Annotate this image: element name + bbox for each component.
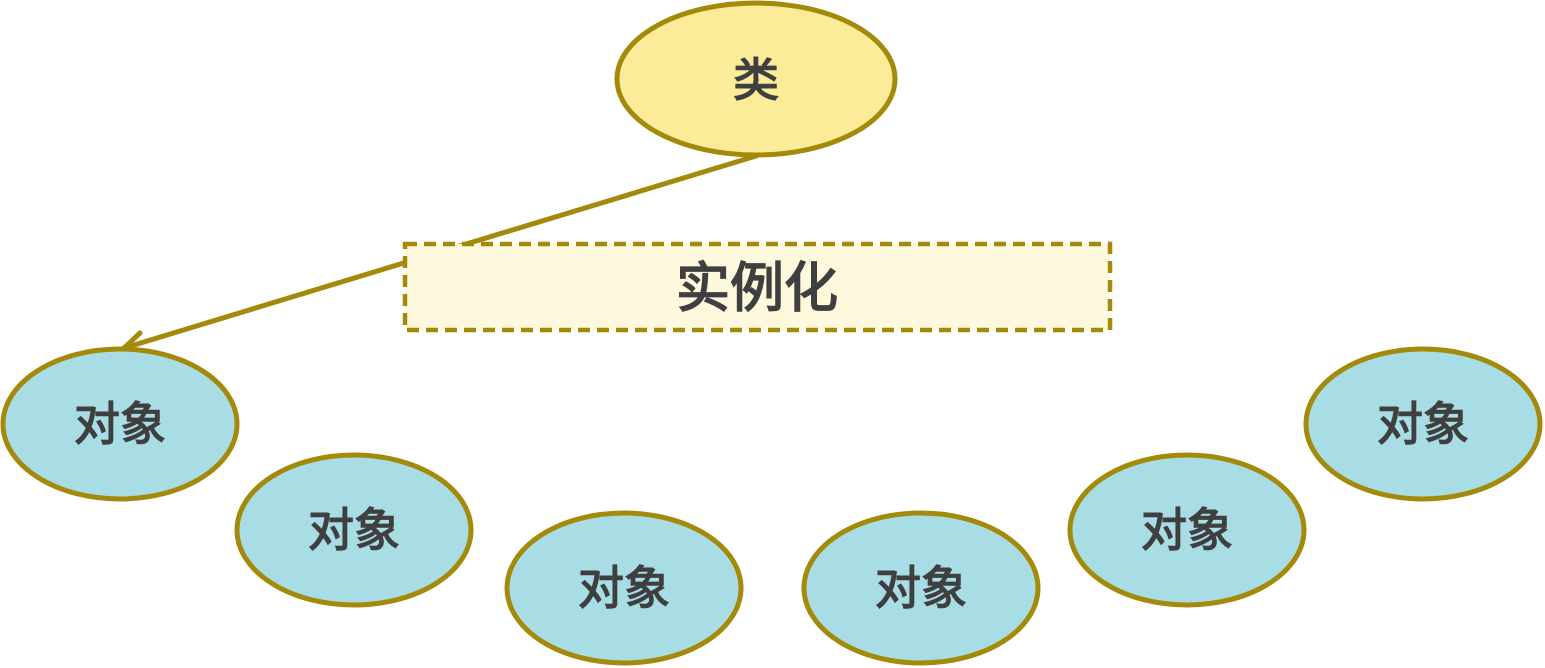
object-node: 对象 (1067, 452, 1307, 608)
object-label: 对象 (308, 503, 400, 557)
object-ellipse (801, 510, 1041, 666)
object-ellipse (1067, 452, 1307, 608)
object-label: 对象 (1141, 503, 1233, 557)
object-ellipse (234, 452, 474, 608)
object-ellipse (1303, 346, 1543, 502)
object-label: 对象 (578, 561, 670, 615)
object-ellipse (0, 346, 240, 502)
class-ellipse (614, 0, 898, 158)
object-ellipse (504, 510, 744, 666)
object-node: 对象 (801, 510, 1041, 666)
object-node: 对象 (0, 346, 240, 502)
object-label: 对象 (74, 397, 166, 451)
class-node: 类 (614, 0, 898, 158)
object-label: 对象 (1377, 397, 1469, 451)
object-node: 对象 (504, 510, 744, 666)
instantiation-box: 实例化 (402, 241, 1113, 333)
object-node: 对象 (234, 452, 474, 608)
class-label: 类 (733, 53, 779, 107)
instantiation-rect (402, 241, 1113, 333)
instantiation-label: 实例化 (676, 257, 838, 320)
object-node: 对象 (1303, 346, 1543, 502)
object-label: 对象 (875, 561, 967, 615)
